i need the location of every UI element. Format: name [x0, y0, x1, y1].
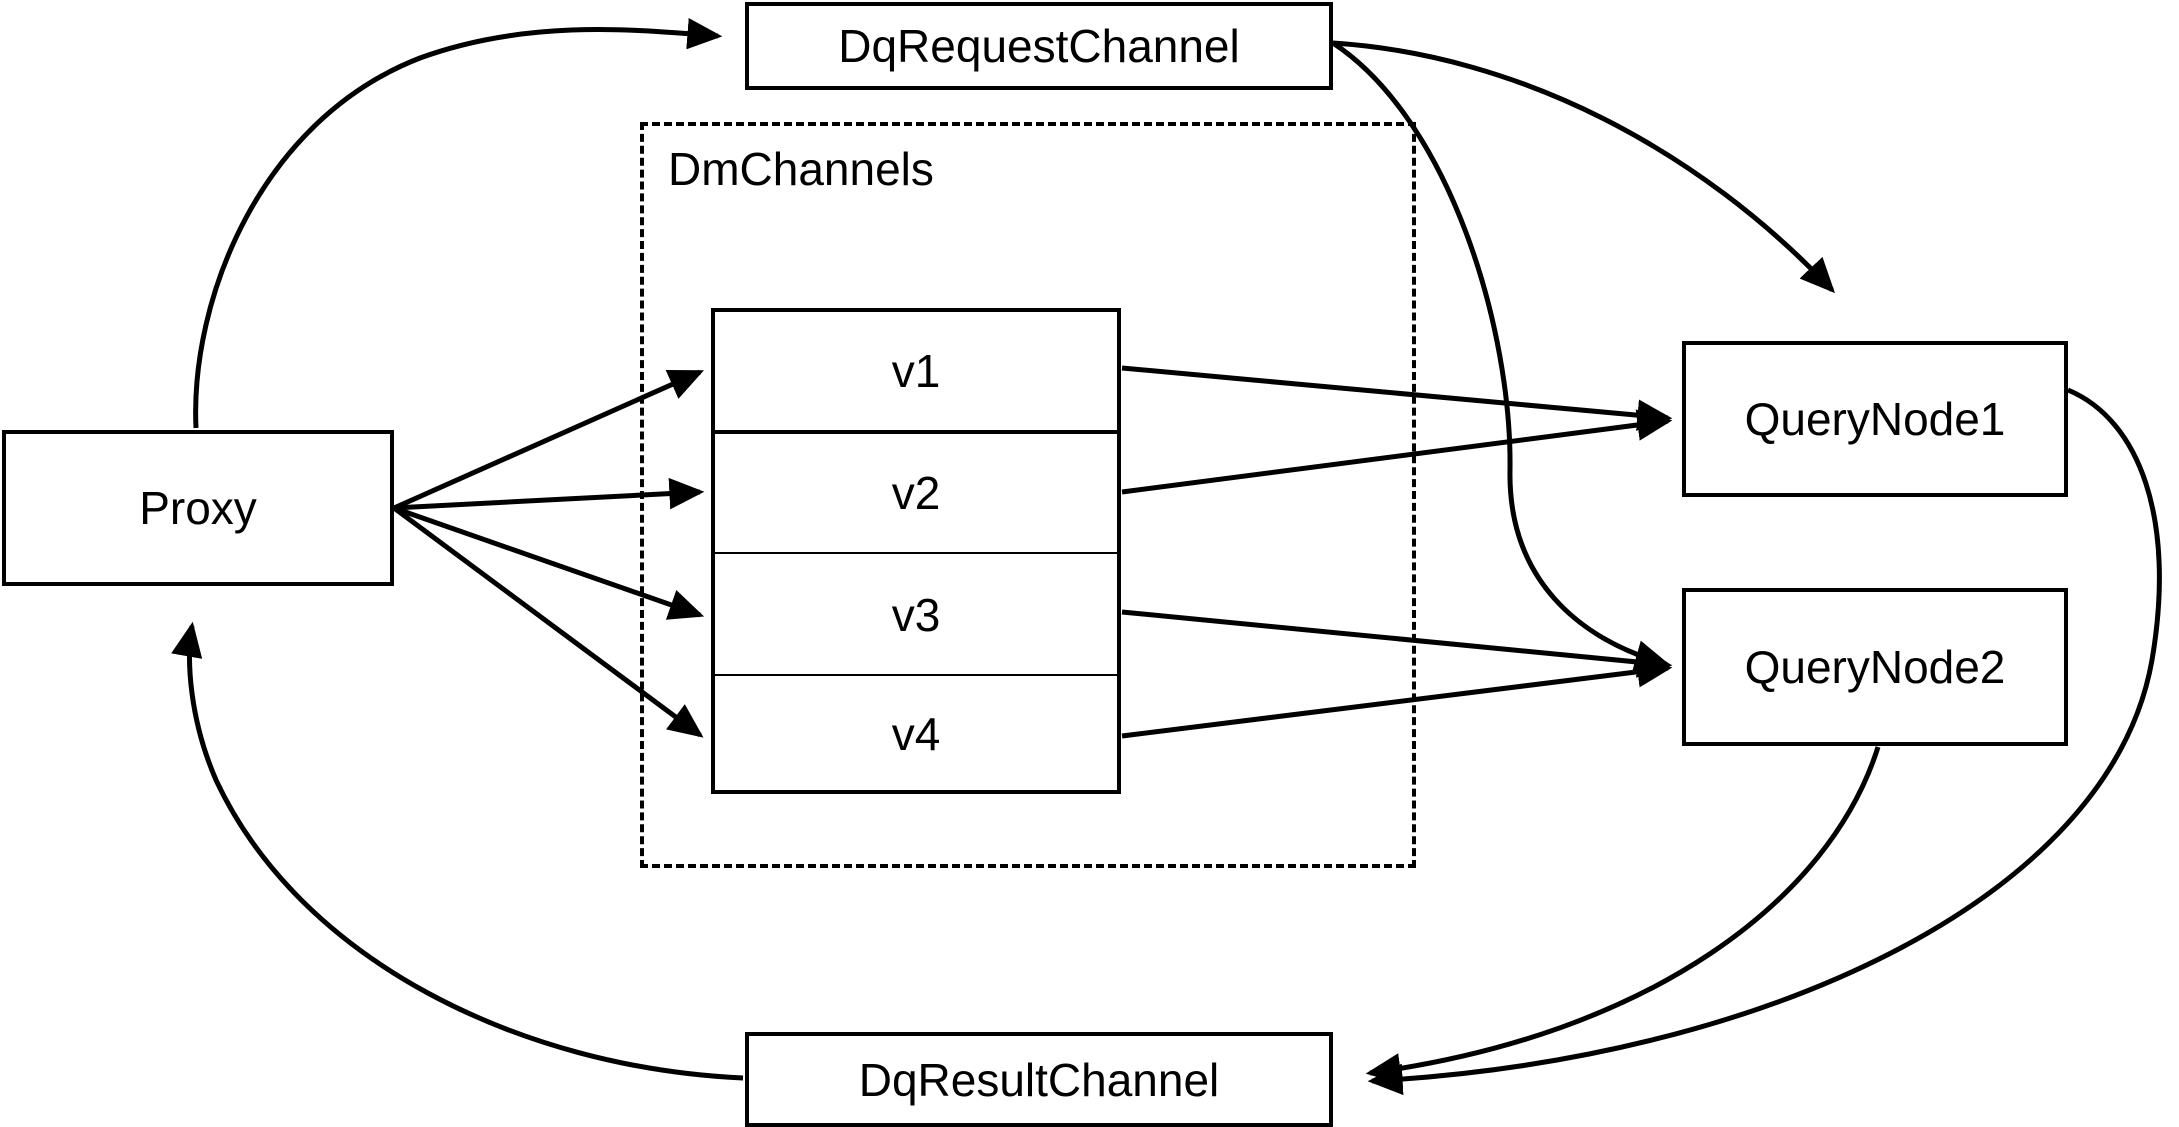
- edge-querynode1-to-dqresultchannel: [1367, 387, 2162, 1096]
- edge-proxy-to-v1: [392, 369, 704, 511]
- node-query-node-2-label: QueryNode2: [1744, 641, 2006, 693]
- edge-proxy-to-v2: [393, 477, 705, 511]
- dmchannel-row-v3[interactable]: v3: [715, 556, 1117, 674]
- edge-proxy-to-v3: [393, 505, 705, 620]
- stack-divider: [715, 430, 1117, 434]
- node-query-node-1[interactable]: QueryNode1: [1682, 341, 2068, 497]
- node-proxy-label: Proxy: [139, 482, 257, 534]
- node-dq-result-channel-label: DqResultChannel: [858, 1053, 1220, 1106]
- node-dq-result-channel[interactable]: DqResultChannel: [745, 1032, 1333, 1127]
- edge-dqrequestchannel-to-querynode1: [1332, 40, 1836, 294]
- edge-proxy-to-v4: [392, 505, 704, 738]
- dmchannel-row-v2[interactable]: v2: [715, 434, 1117, 552]
- edge-v2-to-querynode1: [1121, 409, 1673, 495]
- edge-v1-to-querynode1: [1121, 365, 1673, 431]
- node-query-node-2[interactable]: QueryNode2: [1682, 588, 2068, 746]
- stack-divider: [715, 550, 1117, 554]
- dmchannel-v1-label: v1: [891, 345, 941, 397]
- dmchannel-v3-label: v3: [891, 589, 941, 641]
- edge-proxy-to-dqrequestchannel: [193, 17, 723, 429]
- node-dq-request-channel-label: DqRequestChannel: [838, 20, 1240, 72]
- edge-dqrequestchannel-to-querynode2: [1331, 40, 1671, 671]
- dmchannel-row-v4[interactable]: v4: [715, 678, 1117, 790]
- dmchannel-v2-label: v2: [891, 467, 941, 519]
- node-proxy[interactable]: Proxy: [2, 430, 394, 586]
- group-dmchannels-label: DmChannels: [668, 143, 934, 195]
- edge-querynode2-to-dqresultchannel: [1365, 746, 1881, 1085]
- node-query-node-1-label: QueryNode1: [1744, 393, 2006, 445]
- stack-divider: [715, 672, 1117, 676]
- dmchannel-v4-label: v4: [891, 708, 941, 760]
- dmchannel-row-v1[interactable]: v1: [715, 312, 1117, 430]
- group-dmchannels: [640, 122, 1416, 868]
- edge-dqresultchannel-to-proxy: [171, 621, 744, 1081]
- edge-v3-to-querynode2: [1121, 609, 1673, 678]
- node-dq-request-channel[interactable]: DqRequestChannel: [745, 2, 1333, 90]
- edge-v4-to-querynode2: [1121, 656, 1673, 739]
